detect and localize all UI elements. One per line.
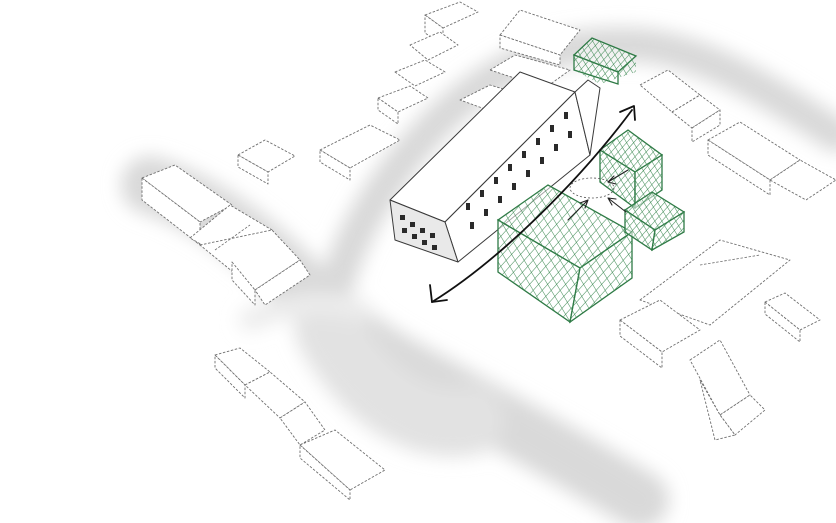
hatch-line [498, 185, 588, 322]
hatch-line [600, 130, 629, 208]
building-right-small [764, 292, 821, 343]
hatch-line [647, 192, 684, 250]
building-bottom-left-chain [214, 347, 386, 501]
hatch-line [654, 192, 684, 250]
small-arrow-icon [607, 197, 627, 213]
landmark-tower [574, 79, 601, 156]
hatch-line [565, 185, 632, 322]
hatch-line [574, 38, 613, 84]
hatch-line [498, 185, 552, 322]
hatch-line [520, 185, 609, 322]
hatch-line [600, 130, 650, 208]
building-top-left-chain [377, 1, 479, 125]
arrowhead-bottom-icon [429, 284, 448, 303]
hatch-line [628, 130, 662, 208]
building-upper-left [237, 124, 401, 185]
hatch-line [528, 185, 632, 322]
hatch-line [629, 130, 662, 208]
building-right-lower [619, 239, 791, 441]
hatch-line [581, 38, 613, 84]
small-arrow-icon [607, 169, 629, 185]
hatch-line [607, 38, 636, 84]
double-arrow-icon [431, 109, 633, 303]
hatch-line [665, 125, 716, 210]
courtyard-ellipse [569, 177, 615, 199]
hatch-line [607, 130, 662, 208]
hatch-line [546, 185, 632, 322]
existing-buildings [141, 1, 836, 501]
hatch-line [511, 185, 600, 322]
hatch-line [600, 38, 636, 84]
hatch-line [498, 185, 543, 322]
hatch-line [564, 185, 632, 322]
hatch-line [600, 130, 643, 208]
movement-arrows [429, 105, 636, 303]
hatch-line [621, 130, 662, 208]
hatch-line [657, 130, 662, 208]
hatch-line [600, 130, 636, 208]
hatch-line [682, 192, 684, 250]
hatch-line [640, 192, 684, 250]
hatch-line [588, 38, 620, 84]
hatch-line [625, 192, 664, 250]
hatch-line [625, 192, 657, 250]
hatch-line [574, 38, 606, 84]
hatch-line [655, 192, 684, 250]
small-arrow-icon [567, 199, 589, 221]
hatch-line [498, 185, 579, 322]
landmark-windows [400, 112, 572, 250]
hatch-line [498, 185, 570, 322]
building-top-row [459, 9, 581, 119]
hatch-line [537, 185, 632, 322]
hatch-line [498, 185, 597, 322]
hatch-line [600, 130, 640, 208]
building-right-strip [639, 69, 836, 201]
hatch-line [625, 192, 646, 250]
hatch-line [625, 192, 653, 250]
hatch-line [622, 130, 662, 208]
landmark-building [389, 71, 601, 263]
hatch-line [574, 38, 599, 84]
hatch-line [498, 185, 561, 322]
hatch-line [614, 130, 662, 208]
hatch-line [600, 130, 633, 208]
hatch-line [573, 185, 632, 322]
hatch-line [555, 185, 632, 322]
hatch-line [625, 192, 671, 250]
arrowhead-top-icon [619, 105, 636, 121]
hatch-line [574, 38, 599, 84]
building-left-cluster [141, 164, 311, 306]
hatch-line [498, 185, 564, 322]
